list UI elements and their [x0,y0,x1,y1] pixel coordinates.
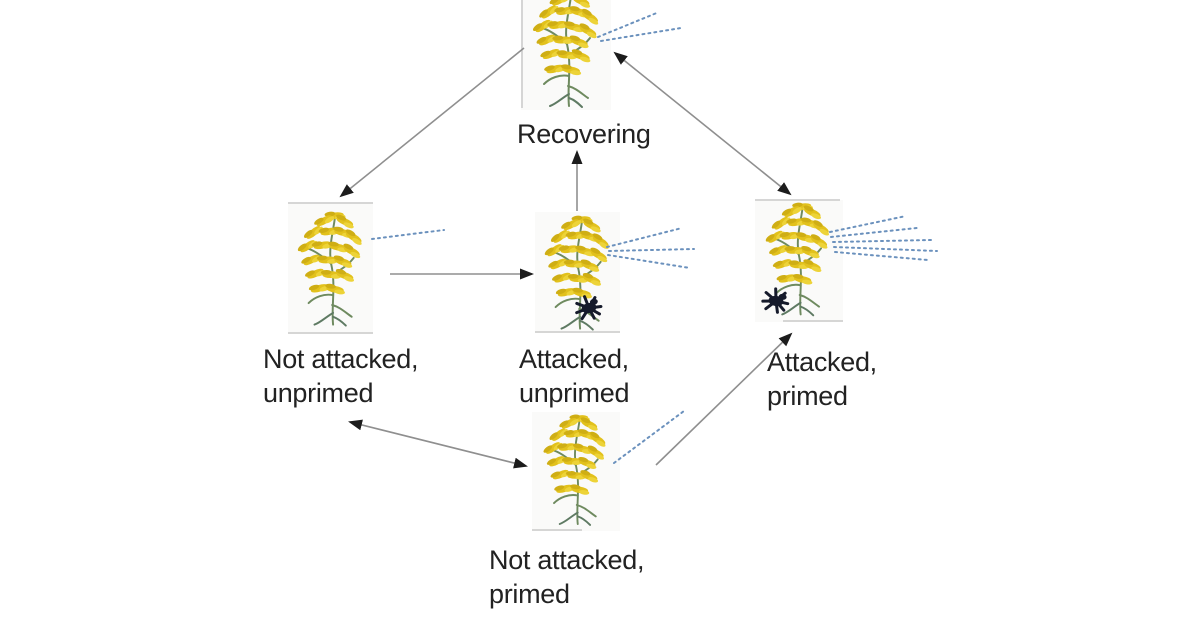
label-line2: primed [489,579,570,609]
label-line2: primed [767,381,848,411]
label-line1: Attacked, [767,347,877,377]
node-label-attacked-unprimed: Attacked, unprimed [519,342,629,410]
node-label-not-attacked-unprimed: Not attacked, unprimed [263,342,418,410]
label-line1: Not attacked, [489,545,645,575]
arrow-not-attacked-unprimed-not-attacked-primed-two-way [348,419,528,469]
transition-arrows [339,47,793,469]
label-line1: Not attacked, [263,344,419,374]
volatile-rays-not-attacked-primed [613,410,685,464]
arrow-recovering-attacked-primed-two-way [613,51,792,196]
label-line2: unprimed [519,378,630,408]
arrow-recovering-to-not-attacked-unprimed [339,47,525,198]
label-line1: Attacked, [519,344,629,374]
volatile-rays-attacked-primed [829,215,938,261]
node-label-attacked-primed: Attacked, primed [767,345,877,413]
arrow-not-attacked-primed-to-attacked-primed [655,332,793,466]
volatile-rays-recovering [597,11,682,42]
volatile-rays-not-attacked-unprimed [371,229,445,240]
plant-image-boxes [288,0,843,531]
label-line2: unprimed [263,378,374,408]
node-label-recovering: Recovering [517,117,651,151]
node-label-not-attacked-primed: Not attacked, primed [489,543,644,611]
volatile-rays [371,11,938,464]
volatile-rays-attacked-unprimed [606,227,695,269]
image-border-lines [288,0,843,531]
label-line1: Recovering [517,119,651,149]
